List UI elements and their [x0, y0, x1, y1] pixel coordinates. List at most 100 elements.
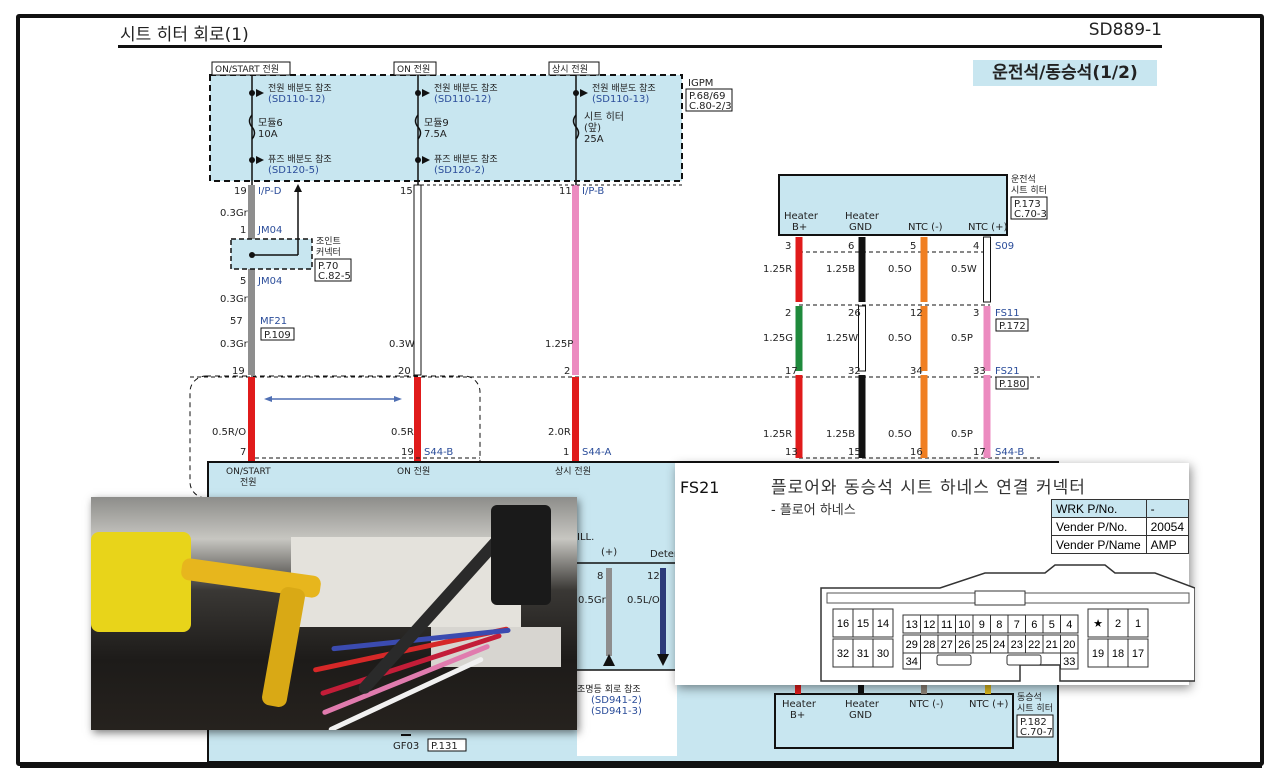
- wire-pink-upper: [572, 185, 579, 375]
- conn-label: JM04: [257, 225, 282, 236]
- module-input-label: ON/START: [226, 467, 271, 477]
- pin-label: 19: [401, 447, 414, 458]
- connector-pin-label: 30: [877, 648, 889, 660]
- page-title: 시트 히터 회로(1): [120, 25, 249, 45]
- wire-segment: [858, 237, 866, 302]
- pin-label: 15: [848, 447, 861, 458]
- wire-red-2: [414, 377, 421, 461]
- igpm-page: P.68/69: [689, 91, 725, 102]
- wire-segment: [983, 236, 991, 303]
- pin-name: B+: [792, 222, 807, 233]
- wire-segment: [983, 375, 991, 458]
- connector-pin: [1127, 608, 1149, 638]
- module-input-label: ON 전원: [397, 466, 430, 477]
- wire-segment: [983, 306, 991, 371]
- power-source-1: ON/START 전원: [211, 61, 291, 76]
- wire-label: 1.25R: [763, 429, 792, 440]
- connector-pin-label: 12: [923, 619, 935, 631]
- wire-label: 1.25B: [826, 429, 855, 440]
- wire-segment: [858, 375, 866, 458]
- ill-ref-1: (SD941-2): [591, 695, 642, 706]
- wire-gray-ill: [606, 568, 612, 656]
- wire-label: 0.3Gr: [220, 208, 249, 219]
- pin-label: 33: [973, 366, 986, 377]
- passenger-heater-name: 동승석: [1017, 692, 1042, 703]
- wire-gray-upper: [248, 185, 255, 375]
- wire-segment: [920, 306, 928, 371]
- pin-label: 20: [398, 366, 411, 377]
- joint-page: P.70: [318, 261, 338, 272]
- pin-label: 5: [240, 276, 246, 287]
- wire-label: 0.5O: [888, 264, 912, 275]
- svg-text:전원 배분도 참조: 전원 배분도 참조: [268, 83, 332, 94]
- pin-name: Heater: [845, 699, 880, 710]
- pin-label: 13: [785, 447, 798, 458]
- fuse-3-rating: 25A: [584, 134, 604, 145]
- wire-white-upper: [413, 184, 422, 376]
- svg-text:퓨즈 배분도 참조: 퓨즈 배분도 참조: [268, 154, 332, 165]
- power-source-2: ON 전원: [393, 61, 437, 76]
- pin-label: 32: [848, 366, 861, 377]
- conn-label: FS11: [995, 308, 1020, 319]
- igpm-ref-box: [685, 88, 733, 112]
- connector-pin-label: 27: [941, 639, 953, 651]
- joint-conn: C.82-5: [318, 271, 351, 282]
- passenger-heater-name: 시트 히터: [1017, 703, 1053, 714]
- harness-photo: [91, 497, 577, 730]
- driver-heater-conn: C.70-3: [1014, 209, 1047, 220]
- connector-pin-label: 21: [1046, 639, 1058, 651]
- connector-pin-label: 11: [941, 619, 952, 631]
- fs21-sub: - 플로어 하네스: [771, 503, 856, 518]
- wire-label: 0.3Gr: [220, 294, 249, 305]
- wire-segment: [795, 375, 803, 458]
- connector-latch: [936, 654, 972, 666]
- conn-label: S44-B: [995, 447, 1024, 458]
- ground-name: GF03: [393, 741, 419, 752]
- pin-label: 12: [910, 308, 923, 319]
- wire-label: 0.5R: [391, 427, 414, 438]
- wire-label: 0.5P: [951, 333, 973, 344]
- connector-pin-label: 14: [877, 618, 889, 630]
- driver-heater-box: [778, 174, 1008, 236]
- igpm-box: [209, 74, 683, 182]
- pin-name: NTC (+): [969, 699, 1008, 710]
- svg-text:ON 전원: ON 전원: [397, 64, 430, 75]
- wire-label: 1.25W: [826, 333, 858, 344]
- photo-black-connector: [491, 505, 551, 605]
- svg-text:(SD120-5): (SD120-5): [268, 165, 319, 176]
- pin-label: 17: [785, 366, 798, 377]
- fuse-1-rating: 10A: [258, 129, 278, 140]
- conn-page-box: [995, 376, 1029, 390]
- connector-pin: [902, 652, 921, 670]
- connector-pin-label: 23: [1011, 639, 1023, 651]
- fuse-column-1: 전원 배분도 참조 (SD110-12) 모듈6 10A 퓨즈 배분도 참조 (…: [248, 75, 332, 185]
- conn-label: S09: [995, 241, 1014, 252]
- fuse-3-name2: (앞): [584, 122, 601, 134]
- wire-navy-detect: [660, 568, 666, 656]
- fuse-1-name: 모듈6: [258, 117, 283, 129]
- pin-label: 26: [848, 308, 861, 319]
- wire-label: 0.5P: [951, 429, 973, 440]
- pin-name: NTC (-): [908, 222, 943, 233]
- connector-pin: [872, 638, 894, 668]
- table-row: WRK P/No.-: [1051, 499, 1190, 518]
- svg-text:전원 배분도 참조: 전원 배분도 참조: [592, 83, 656, 94]
- pin-label: 15: [400, 186, 413, 197]
- svg-text:(SD110-12): (SD110-12): [268, 94, 325, 105]
- ground-page: P.131: [431, 741, 458, 752]
- pin-label: 3: [973, 308, 979, 319]
- photo-yellow-connector: [91, 532, 191, 632]
- pin-label: 12: [647, 571, 660, 582]
- ground-page-box: [427, 738, 467, 752]
- connector-pin-label: 22: [1028, 639, 1040, 651]
- fuse-2-name: 모듈9: [424, 117, 449, 129]
- connector-pin-label: 13: [906, 619, 918, 631]
- fuse-column-3: 전원 배분도 참조 (SD110-13) 시트 히터 (앞) 25A: [572, 75, 656, 185]
- igpm-name: IGPM: [688, 78, 713, 89]
- connector-pin-label: 15: [857, 618, 869, 630]
- svg-text:(SD110-13): (SD110-13): [592, 94, 649, 105]
- pin-name: GND: [849, 710, 872, 721]
- connector-pin-label: 29: [906, 639, 918, 651]
